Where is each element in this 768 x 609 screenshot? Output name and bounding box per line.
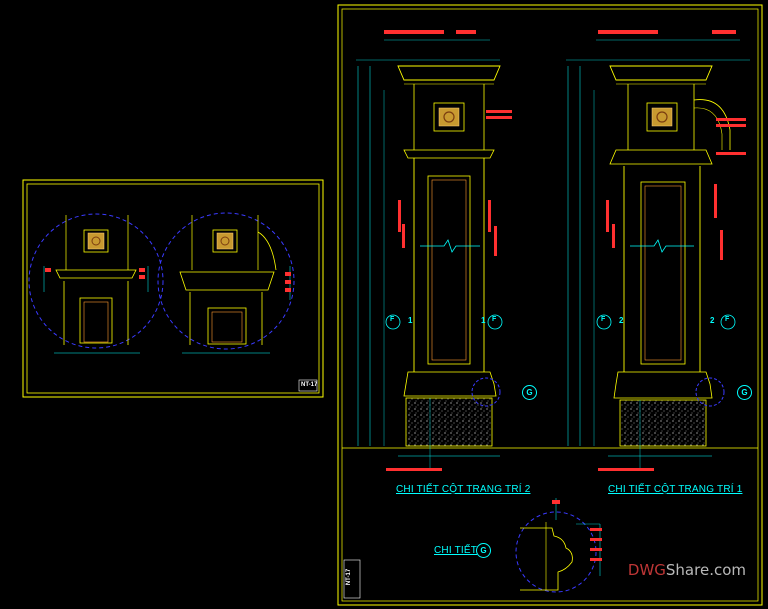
detail-mark-g-bottom: G [476, 543, 491, 558]
column-1-elevation [566, 30, 750, 471]
section-mark-f-col1-right: F [725, 316, 730, 323]
watermark-dwg: DWG [627, 561, 666, 579]
title-column-2: CHI TIẾT CỘT TRANG TRÍ 2 [396, 484, 531, 495]
section-num-col2-left: 1 [408, 316, 413, 325]
watermark-share: Share.com [665, 561, 746, 579]
title-column-1: CHI TIẾT CỘT TRANG TRÍ 1 [608, 484, 743, 495]
detail-mark-g-column-1: G [737, 385, 752, 400]
section-num-col1-left: 2 [619, 316, 624, 325]
section-num-col1-right: 2 [710, 316, 715, 325]
detail-mark-g-column-2: G [522, 385, 537, 400]
detail-g-section [515, 498, 602, 593]
detail-circle-b [157, 212, 295, 354]
column-2-elevation [356, 30, 512, 471]
dwgshare-watermark: DWGShare.com [628, 561, 746, 579]
title-detail: CHI TIẾT [434, 545, 478, 556]
detail-circle-a [28, 213, 164, 354]
section-mark-f-col2-left: F [390, 316, 395, 323]
left-detail-sheet [22, 179, 324, 398]
section-num-col2-right: 1 [481, 316, 486, 325]
section-mark-f-col1-left: F [601, 316, 606, 323]
left-sheet-stamp: NT-17 [301, 382, 318, 388]
main-sheet-frame [337, 4, 763, 606]
section-mark-f-col2-right: F [492, 316, 497, 323]
right-sheet-stamp: NT-17 [346, 568, 353, 586]
